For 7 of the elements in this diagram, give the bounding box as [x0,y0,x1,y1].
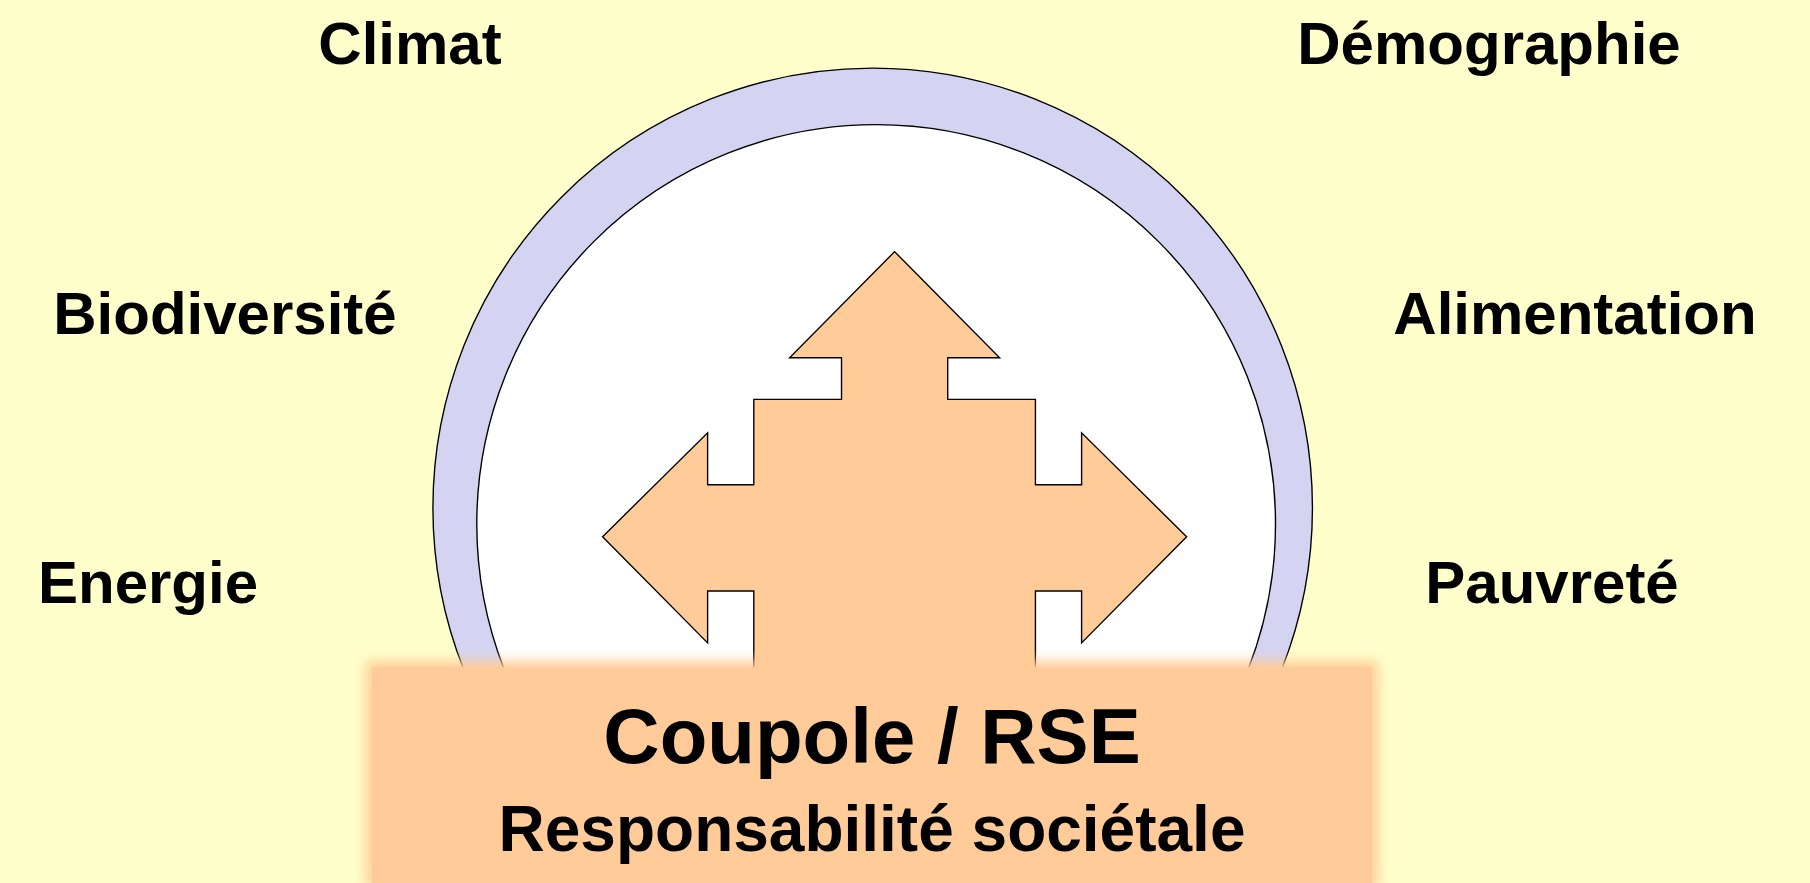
topic-label: Biodiversité [53,284,397,344]
topic-label: Démographie [1297,14,1681,74]
topic-label: Pauvreté [1425,553,1679,613]
topic-label: Energie [37,553,259,613]
topic-label: Climat [318,14,502,74]
base-panel [372,667,1372,883]
topic-label: Alimentation [1393,284,1757,344]
